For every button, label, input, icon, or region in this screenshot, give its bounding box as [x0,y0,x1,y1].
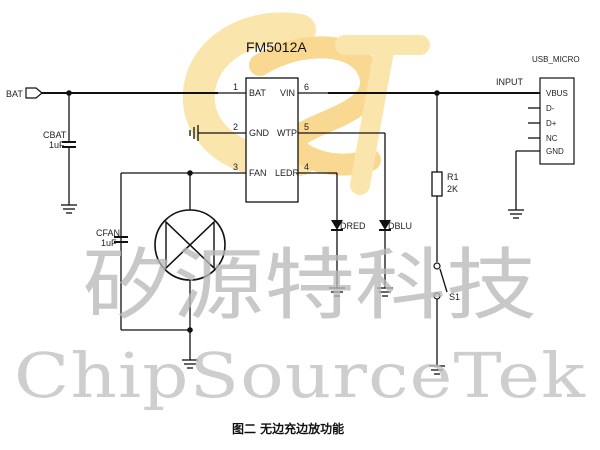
figure-caption: 图二 无边充边放功能 [232,421,344,436]
led-red: DRED [331,220,366,288]
cfan-ref: CFAN [96,228,120,238]
pin-1-num: 1 [233,82,238,92]
watermark-logo [182,12,430,195]
pin-1-name: BAT [249,88,266,98]
pin-2-name: GND [249,128,270,138]
usb-pin-vbus: VBUS [546,89,568,98]
bat-port-label: BAT [6,89,23,99]
pin-2-num: 2 [233,122,238,132]
chip-body [245,77,299,203]
pin-6-name: VIN [280,88,295,98]
fan-junction-dot [187,170,193,176]
usb-pin-dplus: D+ [546,119,557,128]
switch-s1: S1 [433,262,460,302]
ground-symbol-cbat [61,204,77,214]
ground-symbol-usb [508,209,524,219]
chip-name: FM5012A [246,39,307,55]
watermark-en: ChipSourceTek [14,339,586,412]
cbat-value: 1uF [49,140,65,150]
cfan-value: 1uF [101,238,117,248]
pin-4-name: LEDR [275,168,300,178]
chip-left-pins: 1 BAT 2 GND 3 FAN [218,82,270,178]
cfan-capacitor: CFAN 1uF [96,228,128,248]
pin-4-num: 4 [304,162,309,172]
switch-ref: S1 [449,292,460,302]
pin-5-num: 5 [304,122,309,132]
resistor-r1: R1 2K [431,171,459,197]
cbat-ref: CBAT [43,130,67,140]
pin-3-name: FAN [249,168,267,178]
fan-bottom-junction [187,327,193,333]
led-blue: DBLU [379,220,412,288]
pin-6-num: 6 [304,82,309,92]
r1-ref: R1 [447,172,459,182]
led-blue-label: DBLU [388,221,412,231]
ground-symbol-fan [182,359,198,369]
ground-symbol-s1 [429,365,445,375]
input-net-label: INPUT [496,77,524,87]
usb-title: USB_MICRO [532,55,580,64]
pin-5-name: WTP [277,128,297,138]
usb-pin-dminus: D- [546,104,555,113]
watermark-cn: 矽源特科技 [82,241,537,331]
chip-right-pins: 6 VIN 5 WTP 4 LEDR [275,82,328,178]
usb-pin-gnd: GND [546,147,564,156]
ground-symbol-dblu [377,287,393,297]
pin-3-num: 3 [233,162,238,172]
usb-pin-nc: NC [546,134,558,143]
usb-connector: USB_MICRO VBUS D- D+ NC GND [516,55,580,165]
bat-port: BAT [6,87,43,99]
led-red-label: DRED [340,221,366,231]
r1-value: 2K [447,184,458,194]
cbat-capacitor: CBAT 1uF [43,93,76,205]
ground-symbol-dred [329,287,345,297]
ground-symbol-pin2 [189,125,218,141]
